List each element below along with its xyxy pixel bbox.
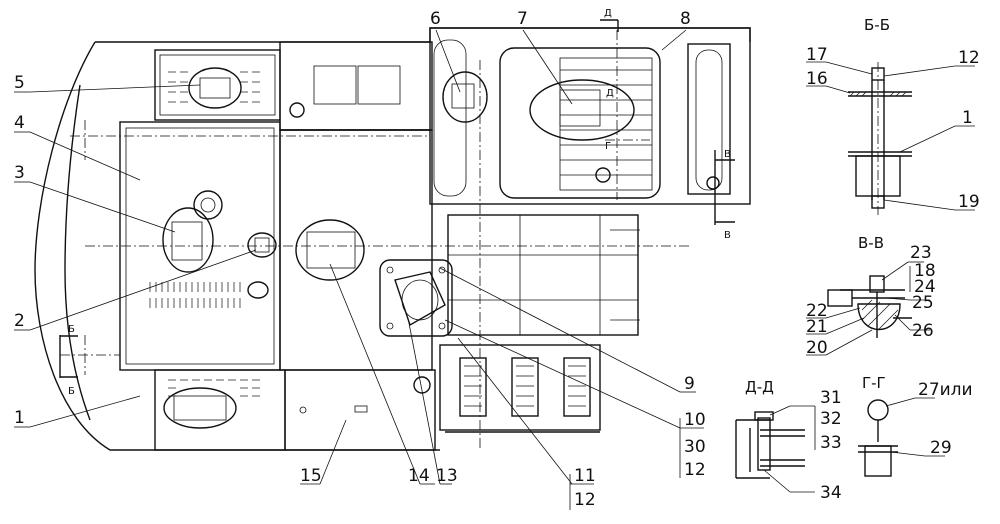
main-leaders xyxy=(14,27,704,510)
section-dd xyxy=(735,405,816,493)
cut-marker-d-top: Д xyxy=(604,8,612,19)
callout-4: 4 xyxy=(14,113,25,133)
section-title-vv: В-В xyxy=(858,234,884,252)
section-gg xyxy=(858,397,945,477)
callout-2: 2 xyxy=(14,311,25,331)
callout-dd-32: 32 xyxy=(820,409,842,429)
section-title-bb: Б-Б xyxy=(864,16,890,34)
callout-bb-12: 12 xyxy=(958,48,980,68)
cut-marker-v-top: В xyxy=(724,149,731,160)
callout-9: 9 xyxy=(684,374,695,394)
callout-6: 6 xyxy=(430,9,441,29)
callout-14: 14 xyxy=(408,466,430,486)
callout-7: 7 xyxy=(517,9,528,29)
cut-marker-v-bottom: В xyxy=(724,230,731,241)
callout-dd-31: 31 xyxy=(820,388,842,408)
callout-10: 10 xyxy=(684,410,706,430)
callout-12-b: 12 xyxy=(574,490,596,510)
callout-dd-33: 33 xyxy=(820,433,842,453)
callout-8: 8 xyxy=(680,9,691,29)
cut-marker-d-inner: Д xyxy=(606,88,614,99)
main-plan-view xyxy=(34,19,751,451)
section-title-gg: Г-Г xyxy=(862,374,886,392)
callout-vv-21: 21 xyxy=(806,317,828,337)
callout-bb-17: 17 xyxy=(806,45,828,65)
callout-vv-20: 20 xyxy=(806,338,828,358)
section-title-dd: Д-Д xyxy=(745,378,774,396)
callout-1: 1 xyxy=(14,408,25,428)
cut-marker-g-inner: Г xyxy=(605,141,611,152)
callout-gg-29: 29 xyxy=(930,438,952,458)
callout-vv-18: 18 xyxy=(914,261,936,281)
callout-5: 5 xyxy=(14,73,25,93)
callout-vv-24: 24 xyxy=(914,277,936,297)
callout-13: 13 xyxy=(436,466,458,486)
callout-gg-27: 27или xyxy=(918,380,973,400)
callout-vv-25: 25 xyxy=(912,293,934,313)
callout-30: 30 xyxy=(684,437,706,457)
cut-marker-b-bottom: Б xyxy=(68,386,75,397)
callout-bb-19: 19 xyxy=(958,192,980,212)
callout-vv-23: 23 xyxy=(910,243,932,263)
callout-bb-1: 1 xyxy=(962,108,973,128)
callout-12-a: 12 xyxy=(684,460,706,480)
callout-vv-22: 22 xyxy=(806,301,828,321)
callout-15: 15 xyxy=(300,466,322,486)
section-vv xyxy=(806,261,930,356)
cut-marker-b-top: Б xyxy=(68,324,75,335)
callout-11: 11 xyxy=(574,466,596,486)
section-bb xyxy=(806,61,975,215)
callout-3: 3 xyxy=(14,163,25,183)
callout-dd-34: 34 xyxy=(820,483,842,503)
callout-vv-26: 26 xyxy=(912,321,934,341)
callout-bb-16: 16 xyxy=(806,69,828,89)
